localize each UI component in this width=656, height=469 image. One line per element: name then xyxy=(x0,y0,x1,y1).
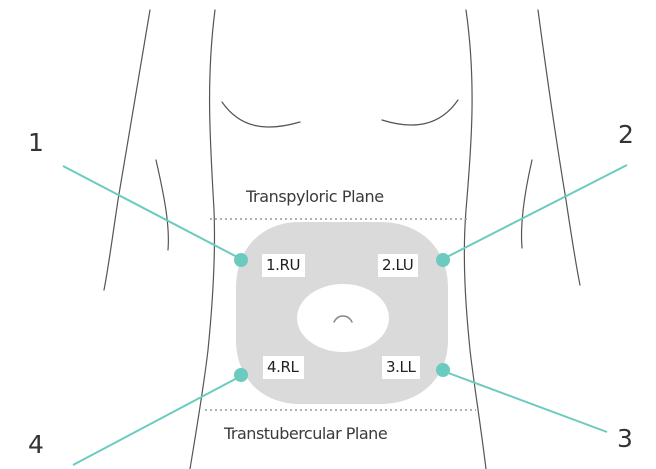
leader-dot-3 xyxy=(437,364,449,376)
transtubercular-plane-label: Transtubercular Plane xyxy=(224,426,387,442)
quadrant-label-left-upper: 2.LU xyxy=(378,254,418,277)
leader-line-3 xyxy=(443,371,607,432)
quadrant-label-right-lower: 4.RL xyxy=(263,356,304,379)
leader-line-4 xyxy=(73,376,241,465)
leader-dot-2 xyxy=(437,254,449,266)
quadrant-label-right-upper: 1.RU xyxy=(262,254,305,277)
right-chest-curve xyxy=(382,100,458,125)
navel-area xyxy=(297,284,389,352)
transpyloric-plane-label: Transpyloric Plane xyxy=(246,189,384,205)
right-arm-inner xyxy=(521,160,532,248)
leader-line-2 xyxy=(443,165,627,259)
callout-number-1: 1 xyxy=(28,130,44,155)
left-arm-inner xyxy=(156,160,168,250)
right-arm-outer xyxy=(538,10,580,285)
left-arm-outer xyxy=(104,10,150,290)
quadrant-label-left-lower: 3.LL xyxy=(382,356,420,379)
callout-number-2: 2 xyxy=(618,122,634,147)
callout-number-4: 4 xyxy=(28,432,44,457)
callout-number-3: 3 xyxy=(617,426,633,451)
leader-dot-1 xyxy=(235,254,247,266)
left-chest-curve xyxy=(222,102,300,127)
leader-dot-4 xyxy=(235,369,247,381)
